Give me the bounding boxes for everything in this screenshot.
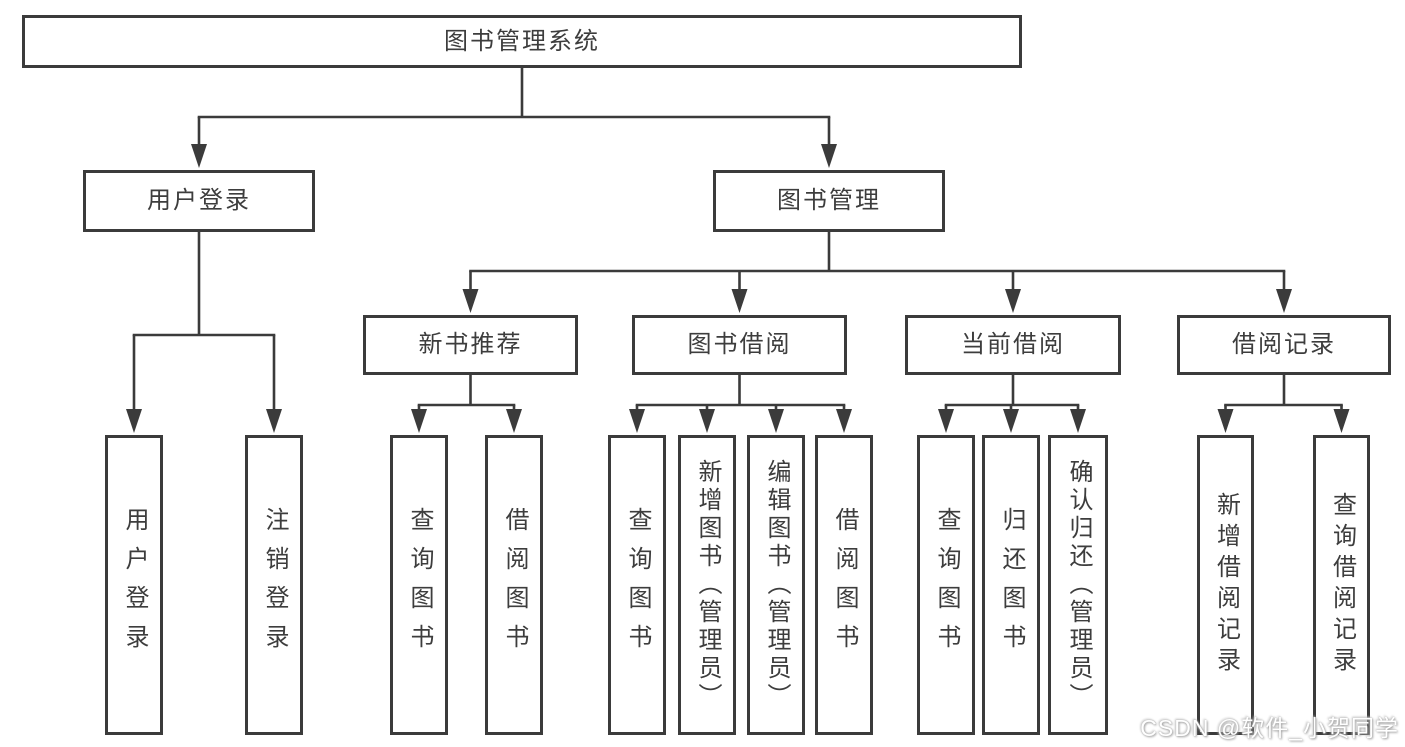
- box-logout: 注销登录: [245, 435, 303, 735]
- arrowhead-icon: [1003, 409, 1019, 433]
- arrowhead-icon: [191, 144, 207, 168]
- arrowhead-icon: [699, 409, 715, 433]
- box-new-book-recommend: 新书推荐: [363, 315, 578, 375]
- box-br-add-record: 新增借阅记录: [1197, 435, 1254, 735]
- arrowhead-icon: [768, 409, 784, 433]
- box-book-management: 图书管理: [713, 170, 945, 232]
- csdn-watermark: CSDN @软件_小贺同学: [1140, 715, 1399, 741]
- box-user-login-module: 用户登录: [83, 170, 315, 232]
- arrowhead-icon: [629, 409, 645, 433]
- arrowhead-icon: [462, 289, 479, 313]
- arrowhead-icon: [1217, 409, 1234, 433]
- box-nbr-query-book: 查询图书: [390, 435, 448, 735]
- box-bb-edit-book: 编辑图书（管理员）: [747, 435, 805, 735]
- arrowhead-icon: [506, 409, 522, 433]
- box-current-borrowing: 当前借阅: [905, 315, 1121, 375]
- arrowhead-icon: [1005, 289, 1021, 313]
- arrowhead-icon: [266, 409, 282, 433]
- box-root: 图书管理系统: [22, 15, 1022, 68]
- arrowhead-icon: [731, 289, 748, 313]
- arrowhead-icon: [126, 409, 142, 433]
- box-cb-query-book: 查询图书: [917, 435, 975, 735]
- arrowhead-icon: [938, 409, 954, 433]
- arrowhead-icon: [1276, 289, 1292, 313]
- box-borrowing-records: 借阅记录: [1177, 315, 1391, 375]
- arrowhead-icon: [836, 409, 852, 433]
- arrowhead-icon: [411, 409, 427, 433]
- arrowhead-icon: [821, 144, 837, 168]
- box-book-borrowing: 图书借阅: [632, 315, 847, 375]
- box-br-query-record: 查询借阅记录: [1313, 435, 1370, 735]
- box-cb-confirm-return: 确认归还（管理员）: [1048, 435, 1108, 735]
- box-bb-borrow-book: 借阅图书: [815, 435, 873, 735]
- box-nbr-borrow-book: 借阅图书: [485, 435, 543, 735]
- arrowhead-icon: [1333, 409, 1350, 433]
- box-login: 用户登录: [105, 435, 163, 735]
- box-bb-query-book: 查询图书: [608, 435, 666, 735]
- arrowhead-icon: [1070, 409, 1086, 433]
- box-bb-add-book: 新增图书（管理员）: [678, 435, 736, 735]
- box-cb-return-book: 归还图书: [982, 435, 1040, 735]
